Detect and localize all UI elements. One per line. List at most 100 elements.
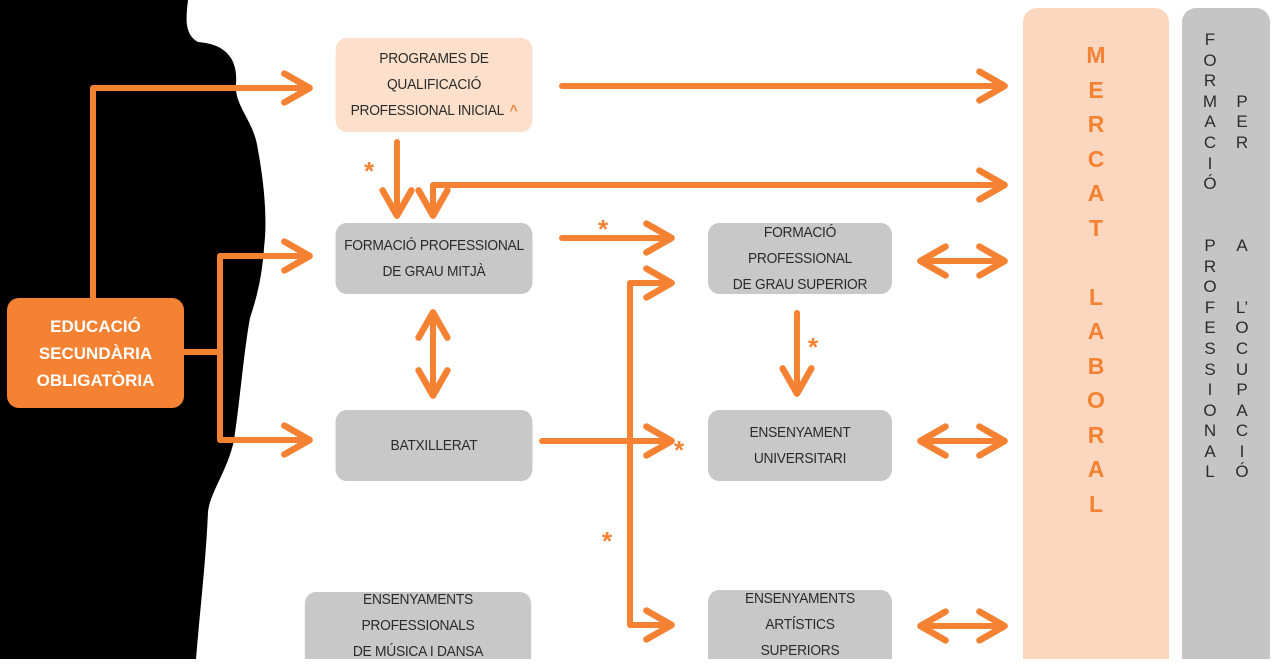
fpo-letter: E <box>1204 318 1216 338</box>
eso-label: EDUCACIÓ <box>50 316 141 336</box>
mercat-letter: C <box>1087 145 1105 172</box>
mercat-letter: M <box>1086 42 1106 68</box>
fpo-letter: P <box>1204 235 1216 255</box>
caret-mark: ^ <box>509 102 518 119</box>
fpo-letter: A <box>1204 112 1216 132</box>
arrow-mercat-to-fp-mitja <box>415 167 1008 219</box>
fpo-letter: A <box>1204 441 1216 461</box>
fpo-gap <box>1232 154 1252 175</box>
fpo-letter: O <box>1235 318 1249 338</box>
mercat-letter: T <box>1088 214 1104 241</box>
fp-superior-label: DE GRAU SUPERIOR <box>732 275 868 293</box>
mercat-letter: A <box>1087 180 1105 206</box>
asterisk-batxillerat-universitari: * <box>674 435 685 465</box>
fpo-letter: O <box>1203 277 1217 297</box>
eso-label: OBLIGATÒRIA <box>36 370 155 390</box>
box-programes-qualificacio: PROGRAMES DE QUALIFICACIÓ PROFESSIONAL I… <box>335 38 533 132</box>
box-fp-grau-superior: FORMACIÓ PROFESSIONAL DE GRAU SUPERIOR <box>708 223 892 294</box>
mercat-letter: R <box>1087 421 1105 448</box>
arrow-eso-to-batxillerat <box>217 349 313 458</box>
fpo-letter: P <box>1236 380 1248 400</box>
fpo-letter: C <box>1235 421 1249 441</box>
fp-mitja-label: DE GRAU MITJÀ <box>382 262 486 280</box>
universitari-label: ENSENYAMENT <box>749 423 851 441</box>
box-ensenyament-universitari: ENSENYAMENT UNIVERSITARI <box>708 410 892 481</box>
box-ensenyaments-professionals: ENSENYAMENTS PROFESSIONALS DE MÚSICA I D… <box>304 591 532 660</box>
fpo-letter: A <box>1236 235 1248 255</box>
fpo-letter: C <box>1203 132 1217 152</box>
mercat-letter: L <box>1088 283 1104 310</box>
batxillerat-label: BATXILLERAT <box>390 436 478 454</box>
fpo-gap <box>1232 71 1252 92</box>
fpo-letter: A <box>1236 400 1248 420</box>
fp-mitja-label: FORMACIÓ PROFESSIONAL <box>344 236 524 254</box>
fpo-letter: R <box>1203 71 1217 91</box>
fpo-letter: R <box>1203 256 1217 276</box>
fpo-gap <box>1232 174 1252 195</box>
universitari-label: UNIVERSITARI <box>753 449 847 467</box>
fpo-letter: U <box>1235 359 1249 379</box>
fpo-gap <box>1232 51 1252 72</box>
asterisk-fp-superior-universitari: * <box>808 332 819 362</box>
fpo-letter: L <box>1205 462 1215 482</box>
column-mercat-laboral: M E R C A T L A B O R A L <box>1023 8 1169 659</box>
fpo-letter: E <box>1236 112 1248 132</box>
fpo-letter: F <box>1204 30 1216 49</box>
fpo-gap <box>1232 257 1252 278</box>
ens-prof-label: DE MÚSICA I DANSA <box>352 642 484 660</box>
fpo-letter: I <box>1207 380 1213 400</box>
artistics-label: SUPERIORS <box>760 641 840 659</box>
eso-label: SECUNDÀRIA <box>38 343 153 363</box>
fpo-letter: M <box>1202 91 1218 111</box>
fpo-letter: Ó <box>1203 174 1217 194</box>
fpo-gap <box>1232 277 1252 298</box>
pqpi-label: PROFESSIONAL INICIAL <box>350 102 505 119</box>
fpo-letter: S <box>1204 338 1216 358</box>
fp-superior-label: FORMACIÓ PROFESSIONAL <box>747 223 853 267</box>
asterisk-fp-mitja-fp-superior: * <box>598 214 609 244</box>
arrow-eso-to-fp-mitja <box>181 238 313 355</box>
fpo-gap <box>1200 215 1220 236</box>
fpo-gap <box>1232 215 1252 236</box>
fpo-letter: P <box>1236 91 1248 111</box>
fpo-gap <box>1200 195 1220 216</box>
pqpi-label-line2: PROFESSIONAL INICIAL^ <box>351 98 518 124</box>
fpo-letter: N <box>1203 421 1217 441</box>
box-fp-grau-mitja: FORMACIÓ PROFESSIONAL DE GRAU MITJÀ <box>335 223 533 294</box>
asterisk-pqpi-fp-mitja: * <box>364 156 375 186</box>
mercat-letter: B <box>1087 352 1105 379</box>
fpo-letter: R <box>1235 132 1249 152</box>
ens-prof-label: ENSENYAMENTS PROFESSIONALS <box>361 590 475 634</box>
fpo-letter: F <box>1204 297 1216 317</box>
fpo-letter: I <box>1239 441 1245 461</box>
mercat-letter: E <box>1088 76 1104 103</box>
arrow-batxillerat-to-artistics <box>627 438 675 643</box>
arrow-batxillerat-to-fp-superior <box>627 265 675 444</box>
student-silhouette <box>0 440 107 659</box>
fpo-column-left: F O R M A C I Ó P R O F E S S I O N A L <box>1200 8 1220 483</box>
mercat-letter: O <box>1087 387 1105 413</box>
box-ensenyaments-artistics: ENSENYAMENTS ARTÍSTICS SUPERIORS <box>708 590 892 659</box>
fpo-letter: Ó <box>1235 462 1249 482</box>
mercat-letter: R <box>1087 111 1105 137</box>
fpo-letter: I <box>1207 153 1213 173</box>
fpo-gap <box>1232 30 1252 51</box>
fpo-letter: C <box>1235 338 1249 358</box>
box-batxillerat: BATXILLERAT <box>335 410 533 481</box>
box-educacio-secundaria-obligatoria: EDUCACIÓ SECUNDÀRIA OBLIGATÒRIA <box>7 298 184 408</box>
mercat-letter: A <box>1087 456 1105 482</box>
fpo-letter: O <box>1203 50 1217 70</box>
fpo-letter: S <box>1204 359 1216 379</box>
fpo-letter: L’ <box>1235 297 1249 317</box>
mercat-letter: A <box>1087 318 1105 344</box>
artistics-label: ENSENYAMENTS ARTÍSTICS <box>745 589 855 633</box>
mercat-letter: L <box>1088 490 1104 517</box>
mercat-gap <box>1081 245 1111 280</box>
fpo-column-right: P E R A L’ O C U P A C I Ó <box>1232 8 1252 483</box>
arrow-eso-to-pqpi <box>90 70 313 301</box>
fpo-gap <box>1232 195 1252 216</box>
asterisk-batxillerat-artistics: * <box>602 526 613 556</box>
column-formacio-professional-ocupacio: F O R M A C I Ó P R O F E S S I O N A L … <box>1182 8 1270 659</box>
connectors <box>90 68 1008 644</box>
pqpi-label: PROGRAMES DE QUALIFICACIÓ <box>379 50 489 93</box>
